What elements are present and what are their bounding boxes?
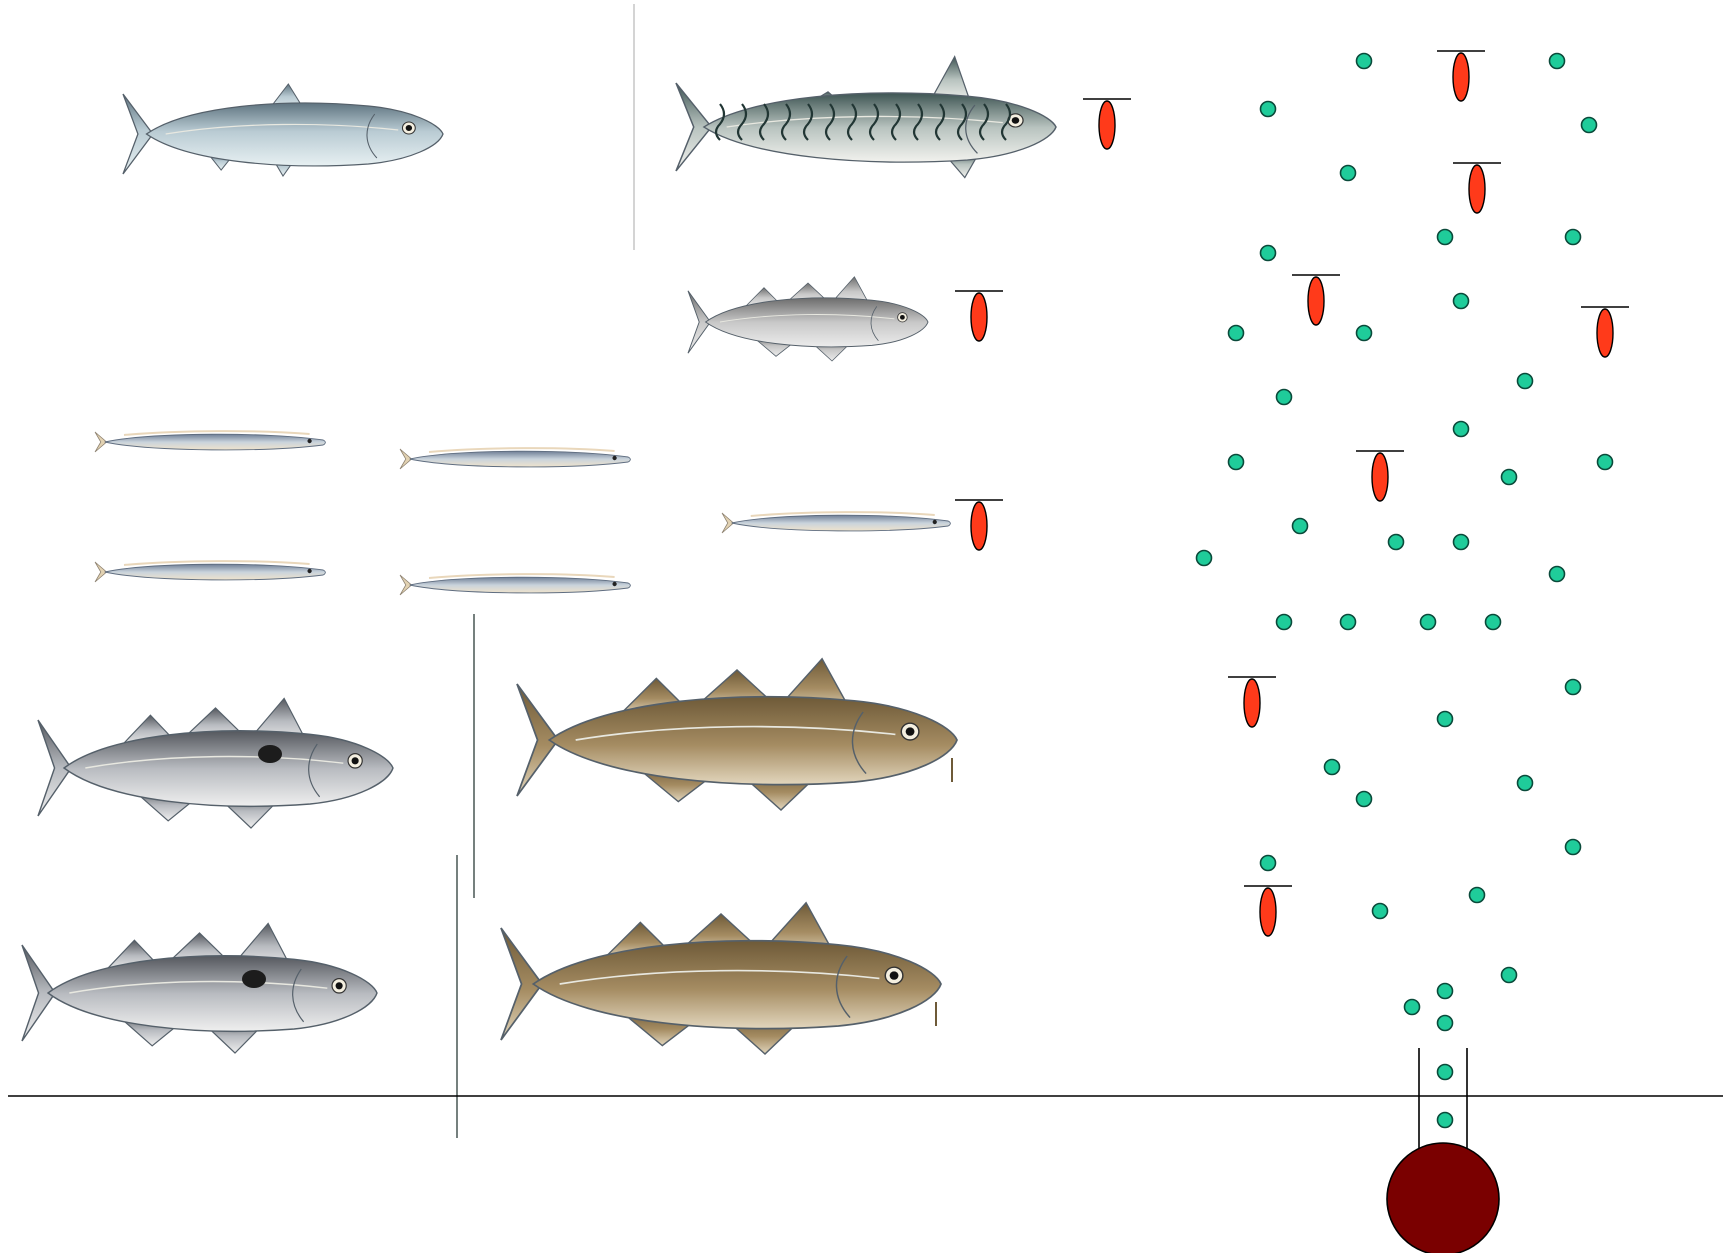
- gas-droplet: [1356, 450, 1404, 502]
- sandeel-fish: [721, 511, 951, 534]
- fish-layer: [21, 55, 1057, 1055]
- seep-bubble: [1580, 116, 1598, 134]
- seep-bubble: [1436, 228, 1454, 246]
- seep-bubble: [1355, 324, 1373, 342]
- seep-bubble: [1452, 292, 1470, 310]
- seep-bubble: [1564, 678, 1582, 696]
- seep-bubble: [1516, 372, 1534, 390]
- seep-bubble: [1548, 565, 1566, 583]
- gas-droplet: [1244, 885, 1292, 937]
- gas-droplet: [955, 290, 1003, 342]
- gas-droplet: [1083, 98, 1131, 150]
- seep-bubble: [1259, 100, 1277, 118]
- seep-bubble: [1403, 998, 1421, 1016]
- gas-droplet: [1581, 306, 1629, 358]
- seep-bubble: [1436, 1014, 1454, 1032]
- saithe-fish: [21, 922, 378, 1054]
- seep-bubble: [1596, 453, 1614, 471]
- mackerel-stripe: [1000, 103, 1012, 141]
- mackerel-stripe: [736, 103, 748, 141]
- sandeel-fish: [399, 573, 631, 596]
- gas-droplet: [1453, 162, 1501, 214]
- seep-bubble: [1468, 886, 1486, 904]
- seep-bubble: [1227, 453, 1245, 471]
- seep-bubble: [1484, 613, 1502, 631]
- mackerel-stripe: [934, 103, 946, 141]
- seep-bubble: [1436, 710, 1454, 728]
- seep-bubble: [1195, 549, 1213, 567]
- mackerel-stripe: [956, 103, 968, 141]
- gas-droplet: [1437, 50, 1485, 102]
- seep-bubble: [1436, 1063, 1454, 1081]
- seep-bubble: [1452, 533, 1470, 551]
- sandeel-fish: [94, 560, 326, 583]
- seep-bubble: [1436, 982, 1454, 1000]
- mackerel-stripe: [978, 103, 990, 141]
- seep-bubble: [1516, 774, 1534, 792]
- mackerel-stripe: [824, 103, 836, 141]
- seep-bubble: [1548, 52, 1566, 70]
- mackerel-stripe: [802, 103, 814, 141]
- seep-bubble: [1436, 1111, 1454, 1129]
- haddock-fish: [687, 276, 929, 362]
- seep-bubble: [1259, 854, 1277, 872]
- seep-bubble: [1339, 613, 1357, 631]
- sandeel-fish: [399, 447, 631, 470]
- mackerel-stripe: [714, 103, 726, 141]
- seep-bubble: [1371, 902, 1389, 920]
- seep-bubble: [1227, 324, 1245, 342]
- seep-bubble: [1339, 164, 1357, 182]
- mackerel-fish: [675, 55, 1057, 179]
- seep-bubble: [1564, 838, 1582, 856]
- gas-drop-layer: [955, 50, 1629, 937]
- gas-droplet: [1228, 676, 1276, 728]
- sandeel-fish: [94, 430, 326, 453]
- mackerel-stripe: [758, 103, 770, 141]
- seep-bubble: [1564, 228, 1582, 246]
- seep-bubble: [1419, 613, 1437, 631]
- mackerel-stripe: [890, 103, 902, 141]
- mackerel-stripe: [868, 103, 880, 141]
- gas-droplet: [1292, 274, 1340, 326]
- seep-bubble: [1355, 52, 1373, 70]
- saithe-fish: [37, 697, 394, 829]
- seep-bubble: [1291, 517, 1309, 535]
- seep-bubble: [1387, 533, 1405, 551]
- seep-bubble: [1355, 790, 1373, 808]
- bubble-layer: [1195, 52, 1614, 1129]
- seep-bubble: [1275, 388, 1293, 406]
- mackerel-stripe: [780, 103, 792, 141]
- mackerel-stripe: [912, 103, 924, 141]
- herring-fish: [122, 83, 444, 177]
- gas-droplet: [955, 499, 1003, 551]
- seep-bubble: [1500, 966, 1518, 984]
- mackerel-stripe: [846, 103, 858, 141]
- seep-bubble: [1259, 244, 1277, 262]
- seep-bubble: [1452, 420, 1470, 438]
- seep-bubble: [1323, 758, 1341, 776]
- saithe-pectoral-spot: [242, 970, 266, 988]
- cod-fish: [516, 657, 958, 811]
- seep-bubble: [1275, 613, 1293, 631]
- saithe-pectoral-spot: [258, 745, 282, 763]
- seep-reservoir: [1386, 1142, 1500, 1253]
- seep-bubble: [1500, 468, 1518, 486]
- cod-fish: [500, 901, 942, 1055]
